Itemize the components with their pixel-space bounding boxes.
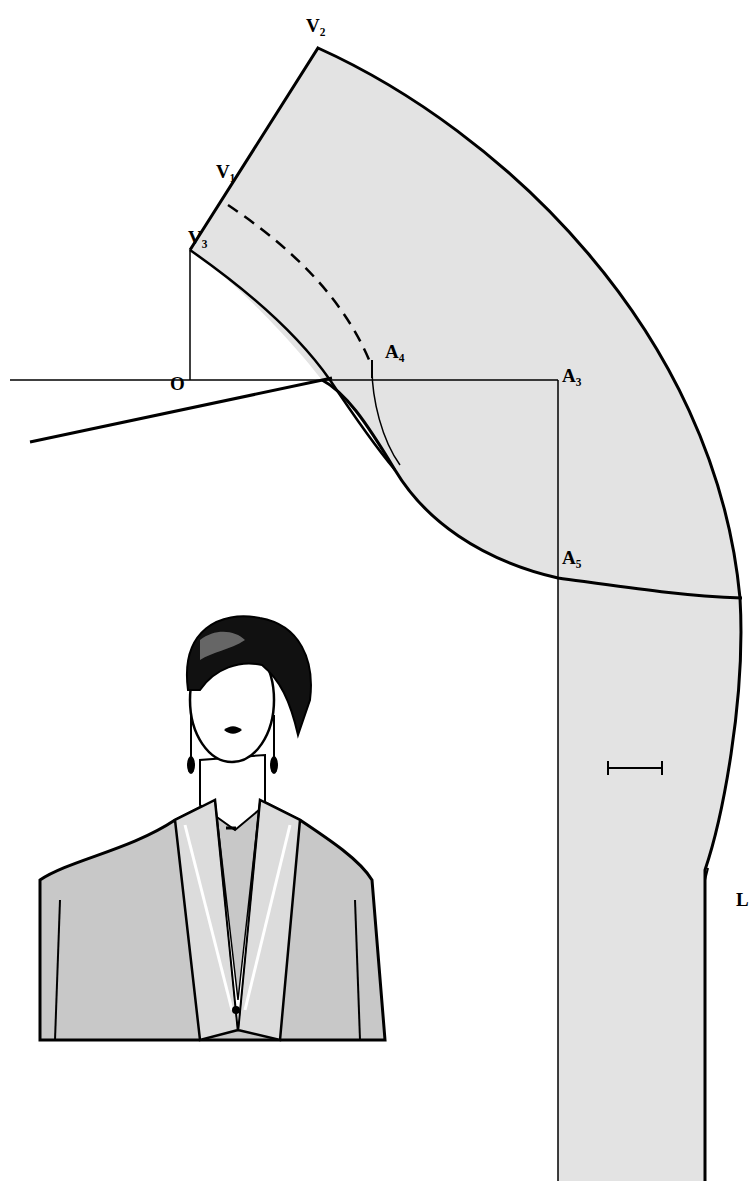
collar-piece — [190, 48, 741, 1181]
point-label: A₅ — [562, 548, 581, 567]
neck-curve — [190, 250, 395, 470]
point-label: L — [736, 890, 749, 909]
vertical-axis — [557, 380, 559, 1181]
notch-line — [705, 868, 708, 880]
dashed-roll-line — [228, 205, 370, 362]
o-vertical — [189, 250, 191, 380]
a4-tick — [371, 360, 373, 378]
point-label: V₃ — [188, 228, 207, 247]
point-label: O — [170, 374, 185, 393]
horizontal-axis — [10, 379, 558, 381]
point-label: V₂ — [306, 16, 325, 35]
point-label: A₃ — [562, 366, 581, 385]
point-label: V₁ — [216, 162, 235, 181]
woman-illustration — [40, 616, 385, 1040]
outer-edge — [190, 48, 741, 1181]
collar-seam — [322, 380, 742, 598]
point-label: A₄ — [385, 342, 404, 361]
grain-symbol — [608, 761, 662, 775]
inner-curve — [372, 368, 400, 465]
